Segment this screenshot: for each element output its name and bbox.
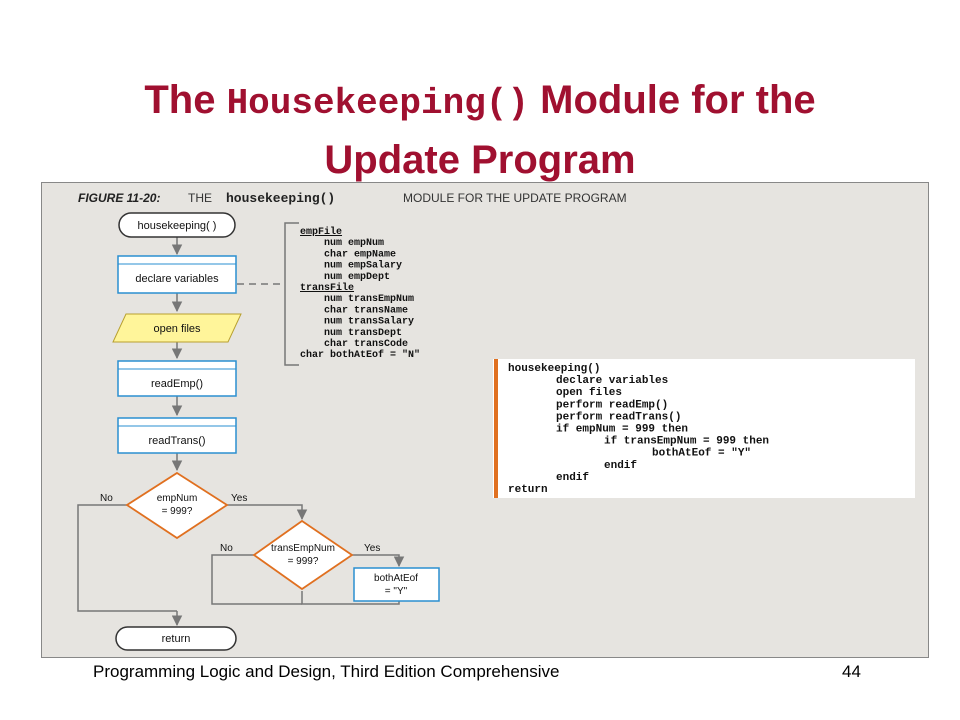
title-line-2: Update Program — [324, 138, 636, 182]
decision-transempnum-line1: transEmpNum — [271, 543, 335, 554]
declaration-line: num empSalary — [324, 260, 402, 272]
read-trans-label: readTrans() — [148, 435, 205, 447]
figure-caption-code: housekeeping() — [226, 191, 335, 206]
declarations-bracket — [284, 222, 299, 366]
decision-transempnum-yes: Yes — [364, 543, 380, 554]
decision-transempnum-line2: = 999? — [288, 556, 319, 567]
start-terminator — [118, 212, 236, 238]
assign-both-at-eof-line1: bothAtEof — [374, 573, 418, 584]
declaration-line: num transDept — [324, 328, 402, 339]
figure-caption-post: MODULE FOR THE UPDATE PROGRAM — [403, 191, 627, 205]
figure-caption-pre: THE — [188, 191, 212, 205]
declaration-line: num transSalary — [324, 316, 414, 328]
return-terminator — [115, 626, 237, 651]
slide-title: The Housekeeping() Module for the Update… — [0, 72, 960, 188]
decision-empnum-line2: = 999? — [162, 506, 193, 517]
decision-transempnum-no: No — [220, 543, 233, 554]
pseudocode-line: perform readEmp() — [556, 399, 668, 411]
return-terminator-label: return — [162, 633, 191, 645]
read-emp-label: readEmp() — [151, 378, 203, 390]
open-files-parallelogram — [112, 313, 242, 343]
decision-empnum-yes: Yes — [231, 493, 247, 504]
connector-decision1-yes — [227, 504, 308, 521]
read-emp-box — [117, 360, 237, 397]
pseudocode-line: open files — [556, 387, 622, 399]
decision-empnum-diamond — [125, 471, 229, 540]
figure-caption-label: FIGURE 11-20: — [78, 191, 160, 205]
declaration-line: num empDept — [324, 272, 390, 283]
pseudocode-accent-bar — [494, 359, 498, 498]
declaration-line: char transName — [324, 304, 408, 316]
declaration-line: char empName — [324, 248, 396, 260]
declaration-line: num transEmpNum — [324, 294, 414, 305]
decision-transempnum-diamond — [252, 519, 354, 591]
pseudocode-line: if empNum = 999 then — [556, 424, 688, 436]
title-part-2: Module for the — [529, 78, 816, 122]
declaration-line: transFile — [300, 282, 354, 294]
pseudocode-line: endif — [604, 460, 637, 472]
open-files-label: open files — [153, 323, 201, 335]
declare-variables-label: declare variables — [135, 273, 219, 285]
pseudocode-line: bothAtEof = "Y" — [652, 448, 751, 460]
decision-empnum-no: No — [100, 493, 113, 504]
start-terminator-label: housekeeping( ) — [138, 220, 217, 232]
pseudocode-line: endif — [556, 472, 589, 484]
figure-svg: FIGURE 11-20: THE housekeeping() MODULE … — [77, 191, 915, 651]
declare-variables-box — [117, 255, 237, 294]
pseudocode-line: declare variables — [556, 375, 668, 387]
figure-panel: FIGURE 11-20: THE housekeeping() MODULE … — [41, 182, 929, 658]
assign-both-at-eof-line2: = "Y" — [385, 586, 408, 597]
pseudocode-line: return — [508, 484, 548, 496]
pseudocode-line: housekeeping() — [508, 363, 600, 375]
connector-assign-merge — [301, 591, 400, 605]
title-part-1: The — [144, 78, 227, 122]
connector-decision2-no — [211, 554, 302, 605]
page-number: 44 — [842, 662, 861, 681]
declaration-line: char bothAtEof = "N" — [300, 349, 420, 361]
declaration-line: empFile — [300, 226, 342, 238]
connector-decision1-no — [77, 504, 177, 612]
pseudocode-line: perform readTrans() — [556, 411, 681, 423]
declaration-line: char transCode — [324, 338, 408, 350]
assign-both-at-eof-box — [353, 567, 440, 602]
connector-decision2-yes — [352, 554, 405, 568]
pseudocode-line: if transEmpNum = 999 then — [604, 436, 769, 448]
pseudocode-box — [493, 359, 915, 498]
title-code: Housekeeping() — [226, 83, 530, 124]
footer-text: Programming Logic and Design, Third Edit… — [93, 662, 560, 681]
declaration-line: num empNum — [324, 238, 384, 249]
decision-empnum-line1: empNum — [157, 493, 198, 504]
read-trans-box — [117, 417, 237, 454]
